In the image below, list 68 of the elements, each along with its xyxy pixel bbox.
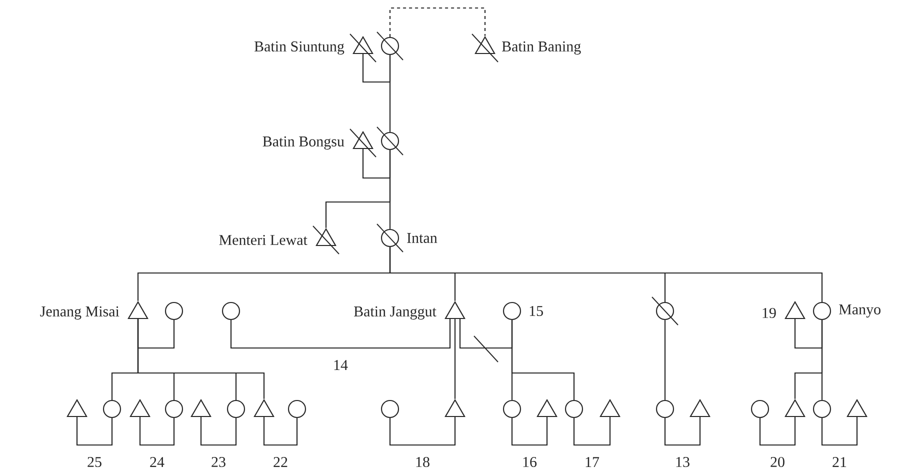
female-symbol xyxy=(222,302,240,320)
kinship-line xyxy=(511,417,548,446)
kinship-line xyxy=(362,149,391,179)
edge-label: 20 xyxy=(770,456,784,468)
kinship-line xyxy=(821,320,823,400)
kinship-line xyxy=(389,150,391,229)
kinship-line xyxy=(759,417,796,446)
edge-label: 25 xyxy=(88,456,102,468)
female-symbol xyxy=(812,302,832,320)
male-symbol xyxy=(472,34,498,62)
male-symbol xyxy=(350,128,376,158)
person-name: Intan xyxy=(407,233,438,243)
kinship-line xyxy=(139,417,175,446)
kinship-line xyxy=(76,417,113,446)
person-name: Jenang Misai xyxy=(40,306,120,320)
kinship-line xyxy=(511,320,575,400)
kinship-line xyxy=(389,55,391,132)
edge-label: 22 xyxy=(274,457,288,467)
edge-label: 14 xyxy=(334,360,348,370)
kinship-line xyxy=(664,417,701,446)
female-symbol xyxy=(656,400,674,418)
edge-label: 18 xyxy=(416,456,430,468)
person-name: Menteri Lewat xyxy=(219,234,308,246)
female-symbol xyxy=(380,400,400,418)
kinship-line xyxy=(389,7,486,37)
female-symbol xyxy=(652,296,678,326)
person-name: Batin Bongsu xyxy=(262,136,344,150)
female-symbol xyxy=(164,400,184,418)
female-symbol xyxy=(564,400,584,418)
edge-label: 21 xyxy=(832,457,846,467)
kinship-line xyxy=(137,319,265,399)
kinship-line xyxy=(389,247,823,302)
person-name: Batin Siuntung xyxy=(254,41,344,55)
kinship-line xyxy=(389,417,456,446)
female-symbol xyxy=(376,126,404,156)
female-symbol xyxy=(502,400,522,418)
kinship-line xyxy=(230,319,451,349)
female-symbol xyxy=(226,400,246,418)
person-name: Batin Baning xyxy=(502,41,581,55)
kinship-line xyxy=(821,417,858,446)
male-symbol xyxy=(350,34,376,62)
person-name: 15 xyxy=(530,306,543,316)
male-symbol xyxy=(312,226,340,254)
kinship-line xyxy=(454,319,456,399)
female-symbol xyxy=(288,400,306,418)
kinship-line xyxy=(362,54,391,83)
person-name: 19 xyxy=(762,308,776,318)
female-symbol xyxy=(812,400,832,418)
female-symbol xyxy=(750,400,770,418)
person-name: Batin Janggut xyxy=(354,306,436,320)
female-symbol xyxy=(164,302,184,320)
edge-label: 24 xyxy=(150,457,164,467)
female-symbol xyxy=(102,400,122,418)
edge-label: 17 xyxy=(586,457,600,467)
kinship-line xyxy=(794,319,823,349)
edge-label: 13 xyxy=(676,456,690,468)
kinship-line xyxy=(200,417,237,446)
divorce-line xyxy=(459,319,513,362)
kinship-line xyxy=(573,417,611,446)
female-symbol xyxy=(376,224,404,252)
female-symbol xyxy=(376,32,404,60)
edge-label: 16 xyxy=(523,456,537,468)
kinship-line xyxy=(664,320,666,400)
female-symbol xyxy=(502,302,522,320)
kinship-line xyxy=(263,417,298,446)
edge-label: 23 xyxy=(212,456,226,468)
kinship-line xyxy=(137,319,175,349)
person-name: Manyo xyxy=(839,304,880,318)
